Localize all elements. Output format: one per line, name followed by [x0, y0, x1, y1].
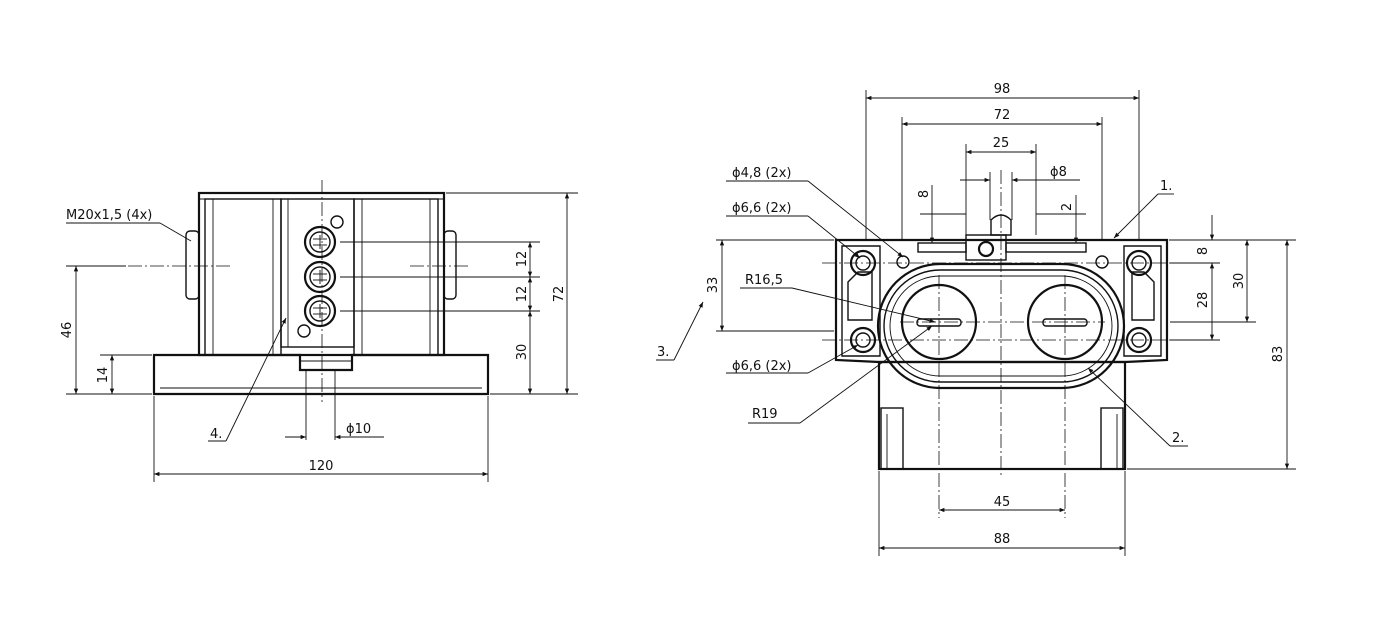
- dim-right-28: 28: [1196, 292, 1211, 309]
- dim-right-45: 45: [994, 495, 1011, 510]
- callout-1: 1.: [1160, 179, 1172, 194]
- dim-left-hole-10: ϕ10: [346, 422, 371, 437]
- left-connector-right: [443, 230, 457, 300]
- dim-right-88: 88: [994, 532, 1011, 547]
- label-hole-48: ϕ4,8 (2x): [732, 166, 792, 181]
- dim-left-14: 14: [96, 367, 111, 384]
- dim-left-72: 72: [552, 286, 567, 303]
- label-thread: M20x1,5 (4x): [66, 208, 152, 223]
- dim-right-72: 72: [994, 108, 1011, 123]
- right-flange: [834, 238, 1169, 364]
- dim-right-small-8: 8: [917, 190, 932, 198]
- label-hole-66-top: ϕ6,6 (2x): [732, 201, 792, 216]
- callout-3: 3.: [657, 345, 669, 360]
- dim-left-12-top: 12: [515, 251, 530, 268]
- dim-right-small-2: 2: [1060, 203, 1075, 211]
- callout-4: 4.: [210, 427, 222, 442]
- dim-right-8: 8: [1196, 247, 1211, 255]
- dim-left-30: 30: [515, 344, 530, 361]
- label-radius-16: R16,5: [745, 273, 783, 288]
- left-view: 72 30 12 12 46 14 120 ϕ10 M20x1,5 (4x) 4…: [60, 180, 578, 482]
- right-view: 98 72 25 ϕ8 8 2 ϕ4,8 (2x) ϕ6,6 (2x) R16,…: [656, 82, 1296, 556]
- dim-right-33: 33: [706, 277, 721, 294]
- dim-right-83: 83: [1271, 346, 1286, 363]
- dim-right-98: 98: [994, 82, 1011, 97]
- label-radius-19: R19: [752, 407, 778, 422]
- dim-left-120: 120: [309, 459, 334, 474]
- label-hole-66-bottom: ϕ6,6 (2x): [732, 359, 792, 374]
- dim-left-46: 46: [60, 322, 75, 339]
- dim-left-12-bottom: 12: [515, 286, 530, 303]
- dim-right-25: 25: [993, 136, 1010, 151]
- dim-right-30: 30: [1232, 273, 1247, 290]
- left-terminals: [303, 225, 337, 328]
- callout-2: 2.: [1172, 431, 1184, 446]
- right-housing-lower: [877, 360, 1127, 471]
- dim-right-pin-8: ϕ8: [1050, 165, 1067, 180]
- left-connector-left: [185, 230, 200, 300]
